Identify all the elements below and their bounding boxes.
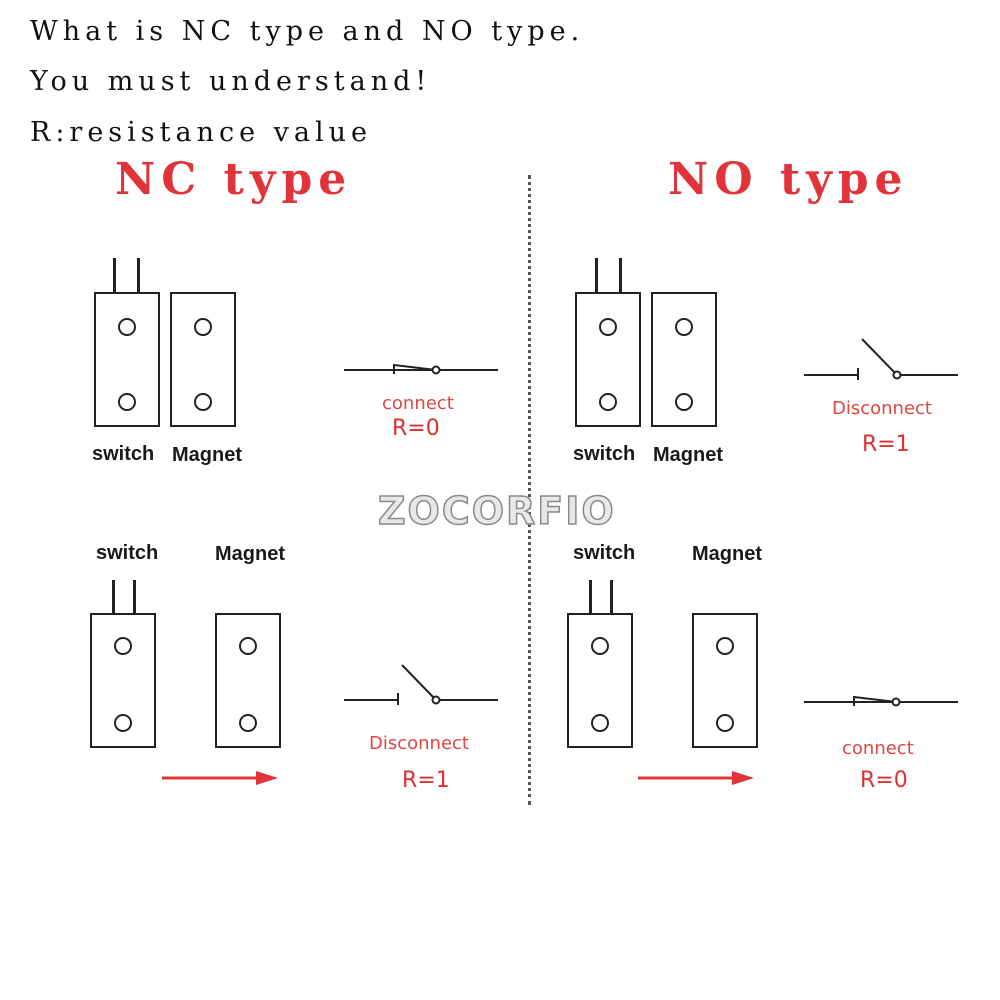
no-top-magnet-label: Magnet: [653, 444, 723, 466]
mounting-hole-icon: [118, 318, 136, 336]
no-bottom-switch-wire: [589, 580, 592, 613]
nc-top-resistance-label: R=0: [392, 416, 440, 441]
nc-top-switch-label: switch: [92, 443, 155, 465]
mounting-hole-icon: [591, 714, 609, 732]
mounting-hole-icon: [118, 393, 136, 411]
mounting-hole-icon: [194, 393, 212, 411]
nc-bottom-switch-wire: [112, 580, 115, 613]
no-bottom-resistance-label: R=0: [860, 768, 908, 793]
no-top-resistance-label: R=1: [862, 432, 910, 457]
nc-type-title: NC type: [115, 154, 353, 205]
intro-note: You must understand!: [30, 66, 432, 97]
no-top-magnet-body: [651, 292, 717, 427]
mounting-hole-icon: [675, 318, 693, 336]
closed-switch-icon: [804, 696, 958, 707]
intro-question: What is NC type and NO type.: [30, 16, 585, 47]
nc-top-magnet-body: [170, 292, 236, 427]
mounting-hole-icon: [114, 637, 132, 655]
no-bottom-switch-wire: [610, 580, 613, 613]
nc-top-state-label: connect: [382, 393, 454, 414]
mounting-hole-icon: [599, 393, 617, 411]
closed-switch-icon: [344, 364, 498, 375]
nc-bottom-resistance-label: R=1: [402, 768, 450, 793]
no-type-title: NO type: [668, 154, 909, 205]
mounting-hole-icon: [599, 318, 617, 336]
nc-bottom-magnet-label: Magnet: [215, 543, 285, 565]
move-right-arrow-icon: [162, 771, 278, 785]
brand-watermark: ZOCORFIO: [377, 489, 616, 533]
no-top-switch-label: switch: [573, 443, 636, 465]
no-top-switch-body: [575, 292, 641, 427]
open-switch-icon: [344, 664, 498, 705]
mounting-hole-icon: [675, 393, 693, 411]
move-right-arrow-icon: [638, 771, 754, 785]
no-top-state-label: Disconnect: [832, 398, 932, 419]
nc-top-switch-body: [94, 292, 160, 427]
center-divider: [528, 175, 531, 805]
open-switch-icon: [804, 338, 958, 380]
mounting-hole-icon: [194, 318, 212, 336]
no-bottom-magnet-label: Magnet: [692, 543, 762, 565]
nc-bottom-switch-body: [90, 613, 156, 748]
mounting-hole-icon: [239, 637, 257, 655]
nc-top-switch-wire: [113, 258, 116, 292]
intro-legend: R:resistance value: [30, 117, 373, 148]
mounting-hole-icon: [716, 714, 734, 732]
no-top-switch-wire: [595, 258, 598, 292]
mounting-hole-icon: [239, 714, 257, 732]
no-bottom-switch-label: switch: [573, 542, 636, 564]
mounting-hole-icon: [591, 637, 609, 655]
no-top-switch-wire: [619, 258, 622, 292]
no-bottom-switch-body: [567, 613, 633, 748]
no-bottom-state-label: connect: [842, 738, 914, 759]
nc-bottom-magnet-body: [215, 613, 281, 748]
nc-top-magnet-label: Magnet: [172, 444, 242, 466]
nc-bottom-state-label: Disconnect: [369, 733, 469, 754]
nc-bottom-switch-label: switch: [96, 542, 159, 564]
no-bottom-magnet-body: [692, 613, 758, 748]
mounting-hole-icon: [716, 637, 734, 655]
nc-top-switch-wire: [137, 258, 140, 292]
nc-bottom-switch-wire: [133, 580, 136, 613]
mounting-hole-icon: [114, 714, 132, 732]
